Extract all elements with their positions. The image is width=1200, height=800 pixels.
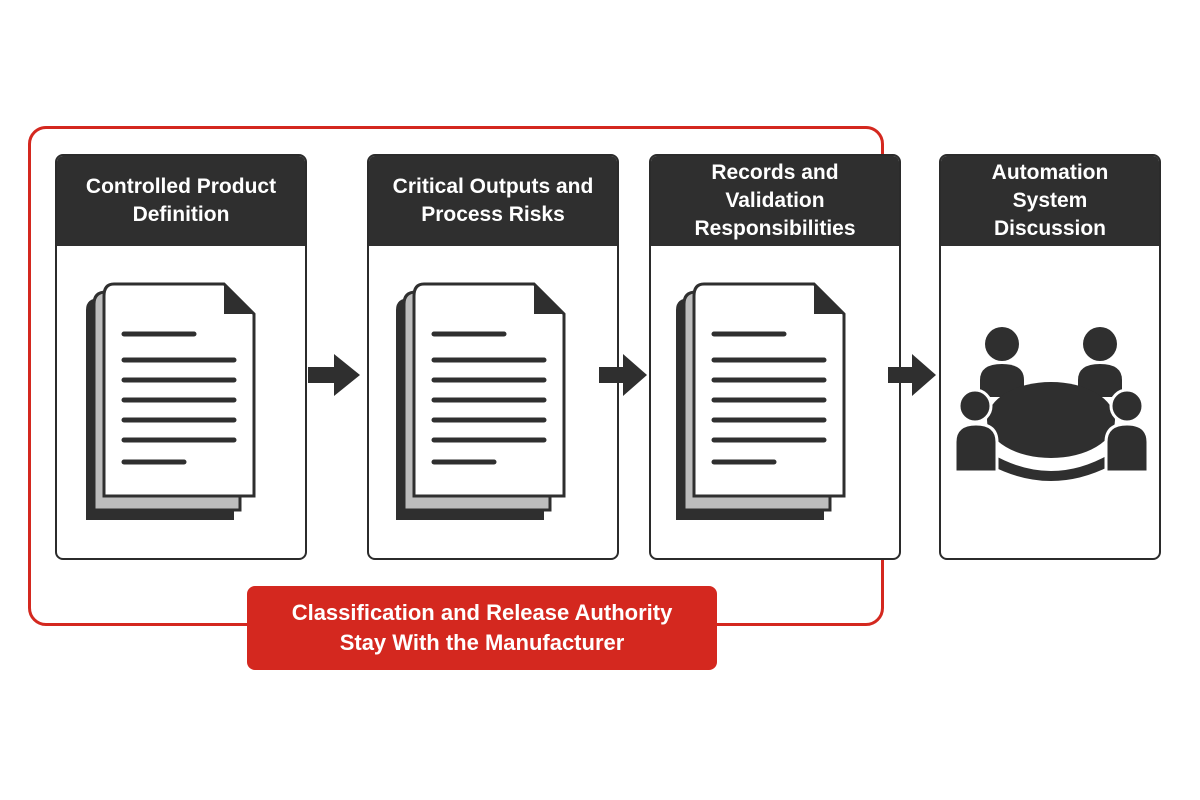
document-stack-icon	[86, 282, 256, 520]
step-card-controlled-product-definition: Controlled Product Definition	[55, 154, 307, 560]
step-card-body	[57, 246, 305, 558]
step-card-body	[941, 246, 1159, 558]
step-card-title: Critical Outputs and Process Risks	[392, 175, 594, 226]
step-card-title: Records and Validation Responsibilities	[694, 161, 856, 240]
banner-text: Classification and Release Authority Sta…	[291, 600, 673, 655]
document-stack-icon	[396, 282, 566, 520]
step-card-critical-outputs: Critical Outputs and Process Risks	[367, 154, 619, 560]
step-card-body	[369, 246, 617, 558]
meeting-table-icon	[953, 327, 1150, 481]
document-stack-icon	[676, 282, 846, 520]
step-card-title: Controlled Product Definition	[85, 175, 277, 226]
step-card-header: Records and Validation Responsibilities	[651, 156, 899, 246]
step-card-header: Critical Outputs and Process Risks	[369, 156, 617, 246]
manufacturer-authority-banner: Classification and Release Authority Sta…	[247, 586, 717, 670]
step-card-records-validation: Records and Validation Responsibilities	[649, 154, 901, 560]
step-card-automation-discussion: Automation System Discussion	[939, 154, 1161, 560]
step-card-body	[651, 246, 899, 558]
arrow-right-icon	[888, 354, 936, 396]
step-card-title: Automation System Discussion	[991, 161, 1109, 240]
arrow-right-icon	[599, 354, 647, 396]
arrow-right-icon	[308, 354, 360, 396]
step-card-header: Automation System Discussion	[941, 156, 1159, 246]
step-card-header: Controlled Product Definition	[57, 156, 305, 246]
